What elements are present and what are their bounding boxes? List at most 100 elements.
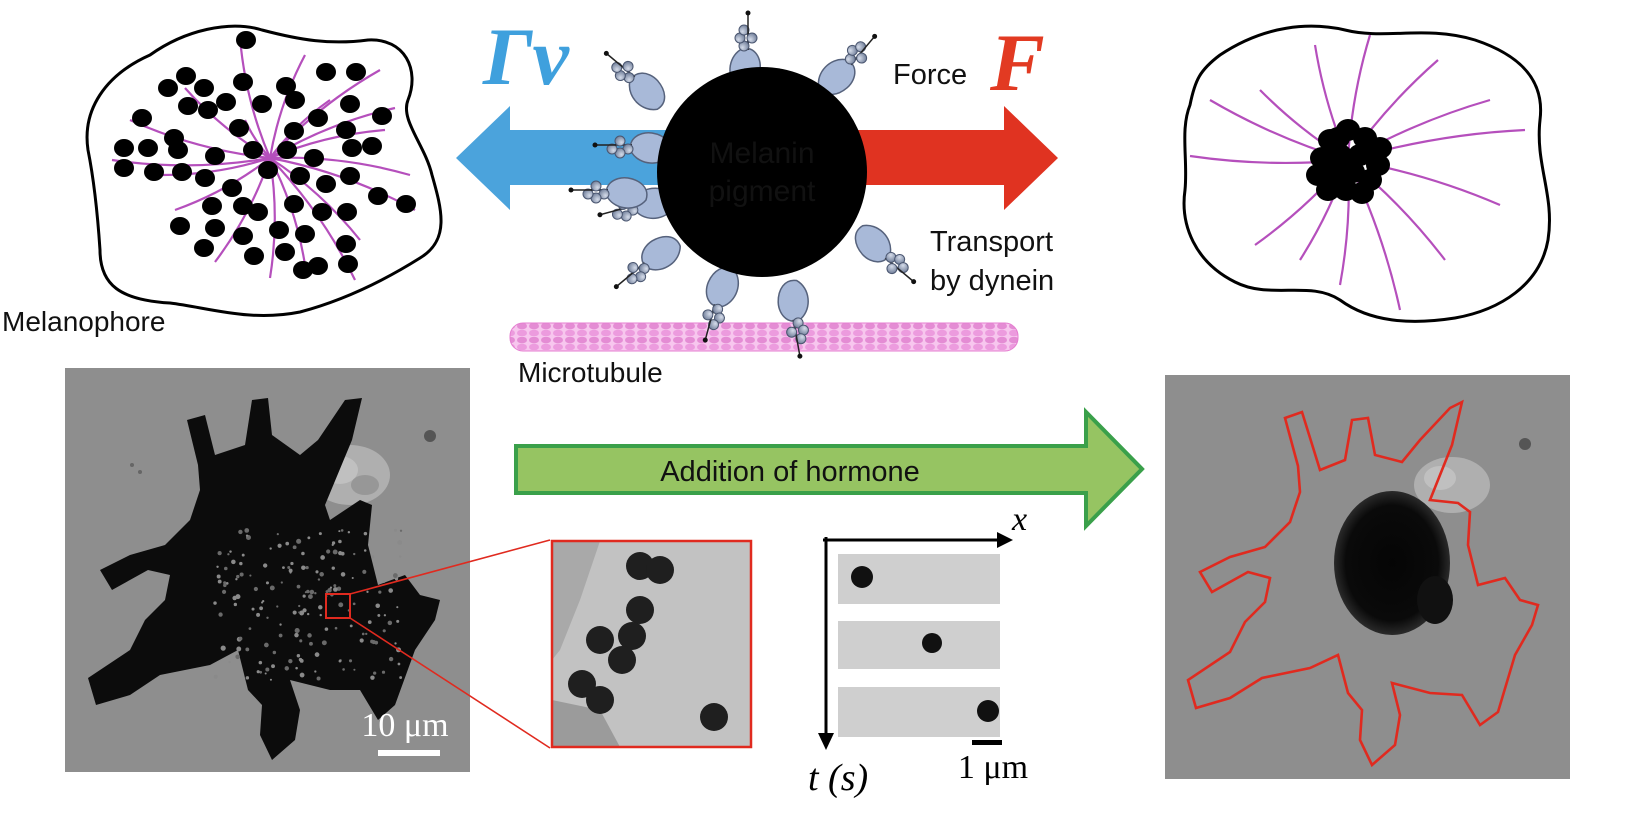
pigment-granule bbox=[158, 79, 178, 97]
speckle bbox=[213, 601, 217, 605]
cell-scale-label: 10 μm bbox=[361, 707, 448, 744]
left-microtubule bbox=[159, 156, 271, 177]
speckle bbox=[318, 532, 322, 536]
speckle bbox=[277, 543, 282, 548]
speckle bbox=[235, 578, 238, 581]
hormone-addition-arrow: Addition of hormone bbox=[514, 407, 1145, 531]
kymo-strip-2 bbox=[838, 621, 1000, 669]
speckle bbox=[336, 586, 342, 591]
dispersed-cell-body bbox=[88, 398, 440, 760]
speckle bbox=[263, 642, 269, 648]
clustered-granule bbox=[1326, 127, 1350, 149]
clustered-granule bbox=[1316, 179, 1340, 201]
speckle bbox=[244, 528, 250, 533]
speckle bbox=[321, 640, 327, 646]
speckle bbox=[370, 675, 375, 680]
speckle bbox=[236, 574, 240, 579]
speckle bbox=[259, 670, 263, 674]
speckle bbox=[278, 633, 283, 638]
speckle bbox=[392, 573, 398, 578]
speckle bbox=[258, 660, 263, 665]
speckle bbox=[301, 565, 306, 570]
speckle bbox=[239, 572, 244, 577]
speckle bbox=[235, 654, 240, 660]
speckle bbox=[301, 551, 305, 556]
kymo-scale-label: 1 μm bbox=[958, 749, 1028, 786]
speckle bbox=[221, 589, 227, 594]
original-cell-outline bbox=[1186, 399, 1540, 768]
speckle bbox=[352, 602, 356, 606]
speckle bbox=[348, 659, 353, 663]
speckle bbox=[396, 606, 399, 609]
inset-granule bbox=[618, 622, 646, 650]
speckle bbox=[381, 670, 386, 674]
speckle bbox=[284, 666, 289, 671]
speckle bbox=[338, 551, 343, 556]
speckle bbox=[383, 614, 387, 617]
speckle bbox=[294, 632, 299, 638]
speckle bbox=[239, 561, 243, 566]
clustered-granule bbox=[1310, 147, 1334, 169]
inset-granule bbox=[586, 626, 614, 654]
speckle bbox=[394, 642, 397, 645]
pigment-granule bbox=[340, 167, 360, 185]
dynein-motor bbox=[854, 224, 917, 285]
speckle bbox=[296, 538, 302, 544]
melanin-transport-mechanism: Melanin pigment bbox=[456, 10, 1058, 359]
speckle bbox=[371, 639, 376, 645]
speckle bbox=[298, 657, 303, 662]
speckle bbox=[265, 667, 270, 672]
speckle bbox=[225, 581, 229, 585]
speckle bbox=[307, 536, 311, 540]
speckle bbox=[319, 613, 322, 617]
speckle bbox=[359, 638, 364, 643]
pigment-granule bbox=[275, 243, 295, 261]
pigment-granule bbox=[233, 197, 253, 215]
pigment-granule bbox=[338, 255, 358, 273]
speckle bbox=[218, 612, 223, 617]
speckle bbox=[269, 547, 272, 550]
speckle bbox=[302, 594, 306, 598]
speckle bbox=[228, 661, 231, 664]
speckle bbox=[269, 585, 275, 591]
kymo-granule-1 bbox=[851, 566, 873, 588]
force-arrow bbox=[835, 106, 1058, 210]
right-cell-pigment-cluster bbox=[1306, 119, 1392, 204]
speckle bbox=[387, 620, 393, 626]
drag-coefficient-label: Γv bbox=[482, 11, 571, 102]
pigment-granule bbox=[114, 139, 134, 157]
pigment-granule bbox=[284, 122, 304, 140]
kymo-strip-3 bbox=[838, 687, 1000, 737]
speckle bbox=[220, 645, 226, 651]
hormone-arrow-shape bbox=[514, 407, 1145, 531]
speckle bbox=[299, 610, 305, 616]
speckle bbox=[296, 584, 301, 589]
dynein-motor bbox=[603, 50, 666, 111]
pigment-granule bbox=[222, 179, 242, 197]
speckle bbox=[227, 553, 230, 556]
pigment-granule bbox=[233, 73, 253, 91]
force-symbol-label: F bbox=[989, 17, 1045, 108]
pigment-granule bbox=[114, 159, 134, 177]
pigment-granule bbox=[178, 97, 198, 115]
inset-granule bbox=[568, 670, 596, 698]
speckle bbox=[213, 674, 218, 679]
speckle bbox=[308, 594, 313, 600]
zoom-region-marker bbox=[325, 593, 351, 619]
pigment-granule bbox=[342, 139, 362, 157]
left-microtubule bbox=[238, 37, 272, 159]
zoom-connector-bottom bbox=[349, 617, 551, 749]
granule-zoom-inset bbox=[550, 539, 753, 749]
speckle bbox=[314, 592, 317, 595]
melanin-label-line1: Melanin bbox=[709, 137, 814, 170]
melanin-label-line2: pigment bbox=[709, 175, 816, 208]
pigment-granule bbox=[233, 227, 253, 245]
pigment-granule bbox=[336, 121, 356, 139]
speckle bbox=[329, 586, 333, 589]
speckle bbox=[261, 601, 264, 604]
speckle bbox=[340, 529, 344, 532]
speckle bbox=[327, 588, 332, 593]
pigment-granule bbox=[340, 95, 360, 113]
pigment-granule bbox=[194, 239, 214, 257]
speckle bbox=[296, 654, 301, 658]
